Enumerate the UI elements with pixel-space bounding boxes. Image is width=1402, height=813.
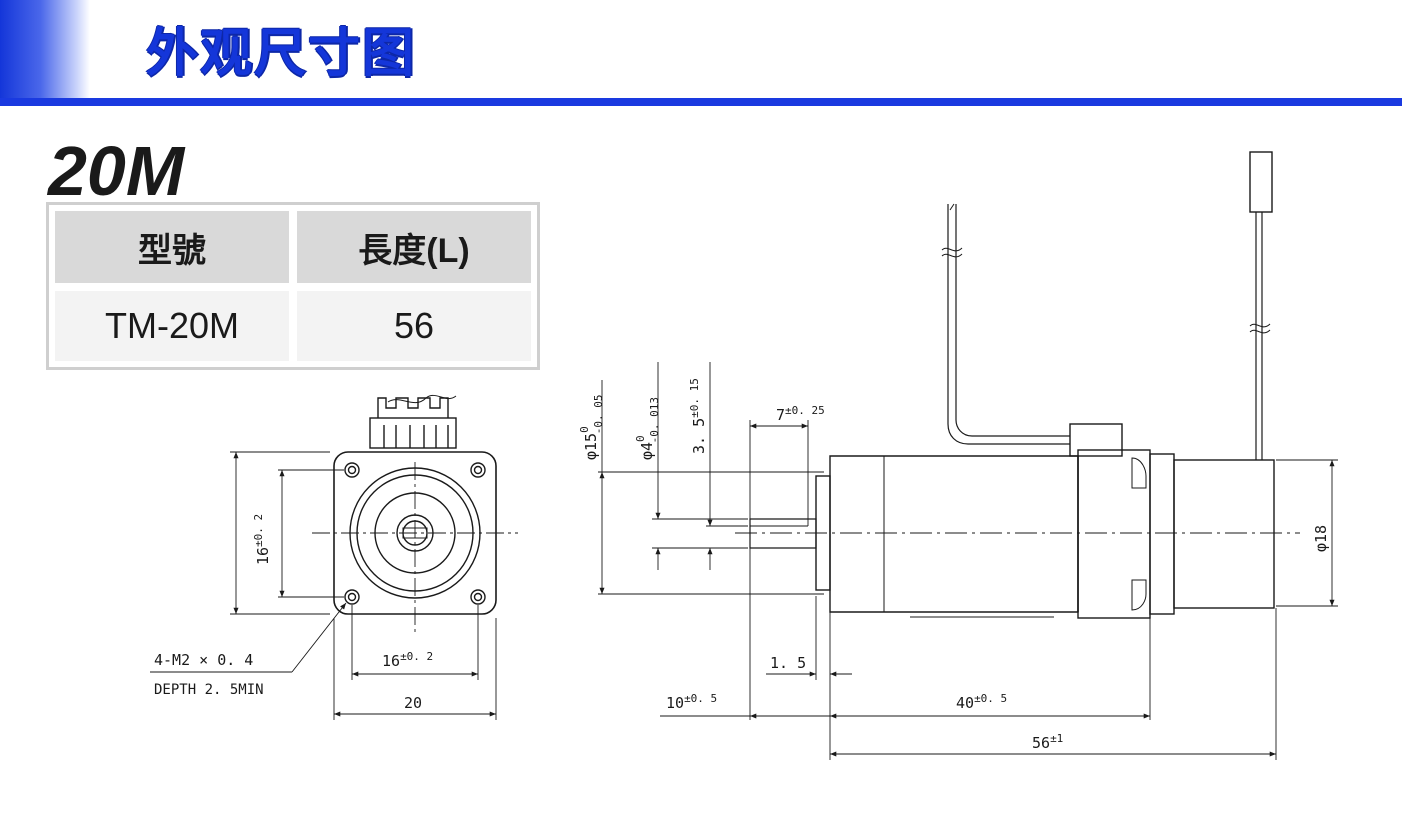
table-cell-model: TM-20M xyxy=(55,291,289,361)
dim-shaft-diameter: φ40-0. 013 xyxy=(634,397,661,460)
side-view xyxy=(598,151,1338,760)
dim-pilot-length: 1. 5 xyxy=(770,654,806,672)
front-view-labels: 16±0. 2 16±0. 2 20 4-M2 × 0. 4 DEPTH 2. … xyxy=(154,514,433,712)
dim-flat-length: 7±0. 25 xyxy=(776,404,825,424)
table-header-length: 長度(L) xyxy=(297,211,531,283)
side-view-labels: φ150-0. 05 φ40-0. 013 3. 5±0. 15 7±0. 25… xyxy=(578,378,1330,752)
banner-gradient-block xyxy=(0,0,90,98)
dim-shaft-flat: 3. 5±0. 15 xyxy=(688,378,708,454)
table-header-model: 型號 xyxy=(55,211,289,283)
table-cell-length: 56 xyxy=(297,291,531,361)
dim-flange-diameter: φ150-0. 05 xyxy=(578,395,605,460)
dim-encoder-diameter: φ18 xyxy=(1312,525,1330,552)
page-title: 外观尺寸图 xyxy=(146,24,417,84)
dim-shaft-length: 10±0. 5 xyxy=(666,692,717,712)
banner-rule xyxy=(0,98,1402,106)
dim-mount-horizontal: 16±0. 2 xyxy=(382,650,433,670)
spec-table: 型號 長度(L) TM-20M 56 xyxy=(46,202,540,370)
thread-callout: 4-M2 × 0. 4 xyxy=(154,651,253,669)
dim-total-length: 56±1 xyxy=(1032,732,1063,752)
dim-body-length: 40±0. 5 xyxy=(956,692,1007,712)
front-view xyxy=(150,394,518,720)
depth-callout: DEPTH 2. 5MIN xyxy=(154,682,264,698)
dim-flange-width: 20 xyxy=(404,694,422,712)
dim-mount-vertical: 16±0. 2 xyxy=(252,514,272,565)
header-banner: 外观尺寸图 xyxy=(0,0,1402,106)
model-title: 20M xyxy=(48,132,185,210)
